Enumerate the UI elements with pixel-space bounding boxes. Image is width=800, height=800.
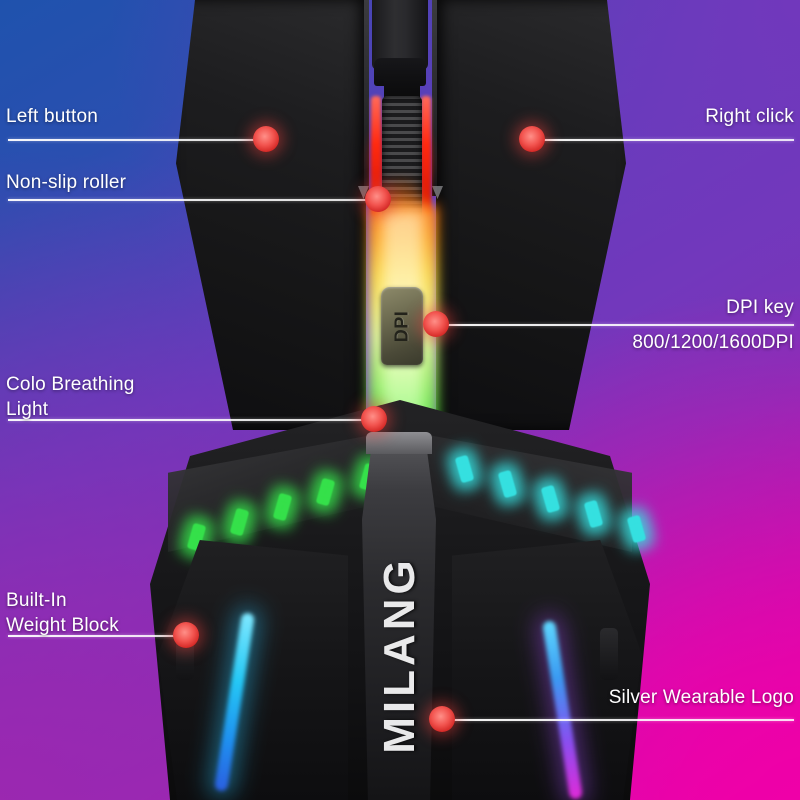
- callout-label-left-button: Left button: [6, 106, 98, 127]
- mouse-center-spine: [362, 440, 436, 800]
- callout-dot-dpi-key[interactable]: [423, 311, 449, 337]
- callout-line-color-breathing-light: [8, 419, 374, 421]
- callout-line-non-slip-roller: [8, 199, 378, 201]
- spine-top-cap: [366, 432, 432, 454]
- callout-line-dpi-key: [440, 324, 794, 326]
- callout-line-built-in-weight-block: [8, 635, 186, 637]
- callout-line-left-button: [8, 139, 266, 141]
- callout-label-dpi-key: DPI key: [726, 297, 794, 318]
- callout-dot-left-button[interactable]: [253, 126, 279, 152]
- callout-label-right-click: Right click: [705, 106, 794, 127]
- callout-line-right-click: [536, 139, 794, 141]
- callout-label-dpi-values: 800/1200/1600DPI: [632, 332, 794, 353]
- callout-dot-right-click[interactable]: [519, 126, 545, 152]
- callout-dot-non-slip-roller[interactable]: [365, 186, 391, 212]
- callout-dot-color-breathing-light[interactable]: [361, 406, 387, 432]
- scroll-wheel-housing: [384, 72, 420, 100]
- callout-line-silver-wearable-logo: [446, 719, 794, 721]
- callout-dot-silver-wearable-logo[interactable]: [429, 706, 455, 732]
- thumb-grip-right: [600, 628, 618, 680]
- callout-dot-built-in-weight-block[interactable]: [173, 622, 199, 648]
- dpi-button[interactable]: DPI: [381, 287, 423, 365]
- callout-label-silver-wearable-logo: Silver Wearable Logo: [608, 687, 794, 708]
- callout-label-color-breathing-light: Colo Breathing Light: [6, 374, 135, 420]
- callout-label-built-in-weight-block: Built-In Weight Block: [6, 590, 119, 636]
- callout-label-non-slip-roller: Non-slip roller: [6, 172, 127, 193]
